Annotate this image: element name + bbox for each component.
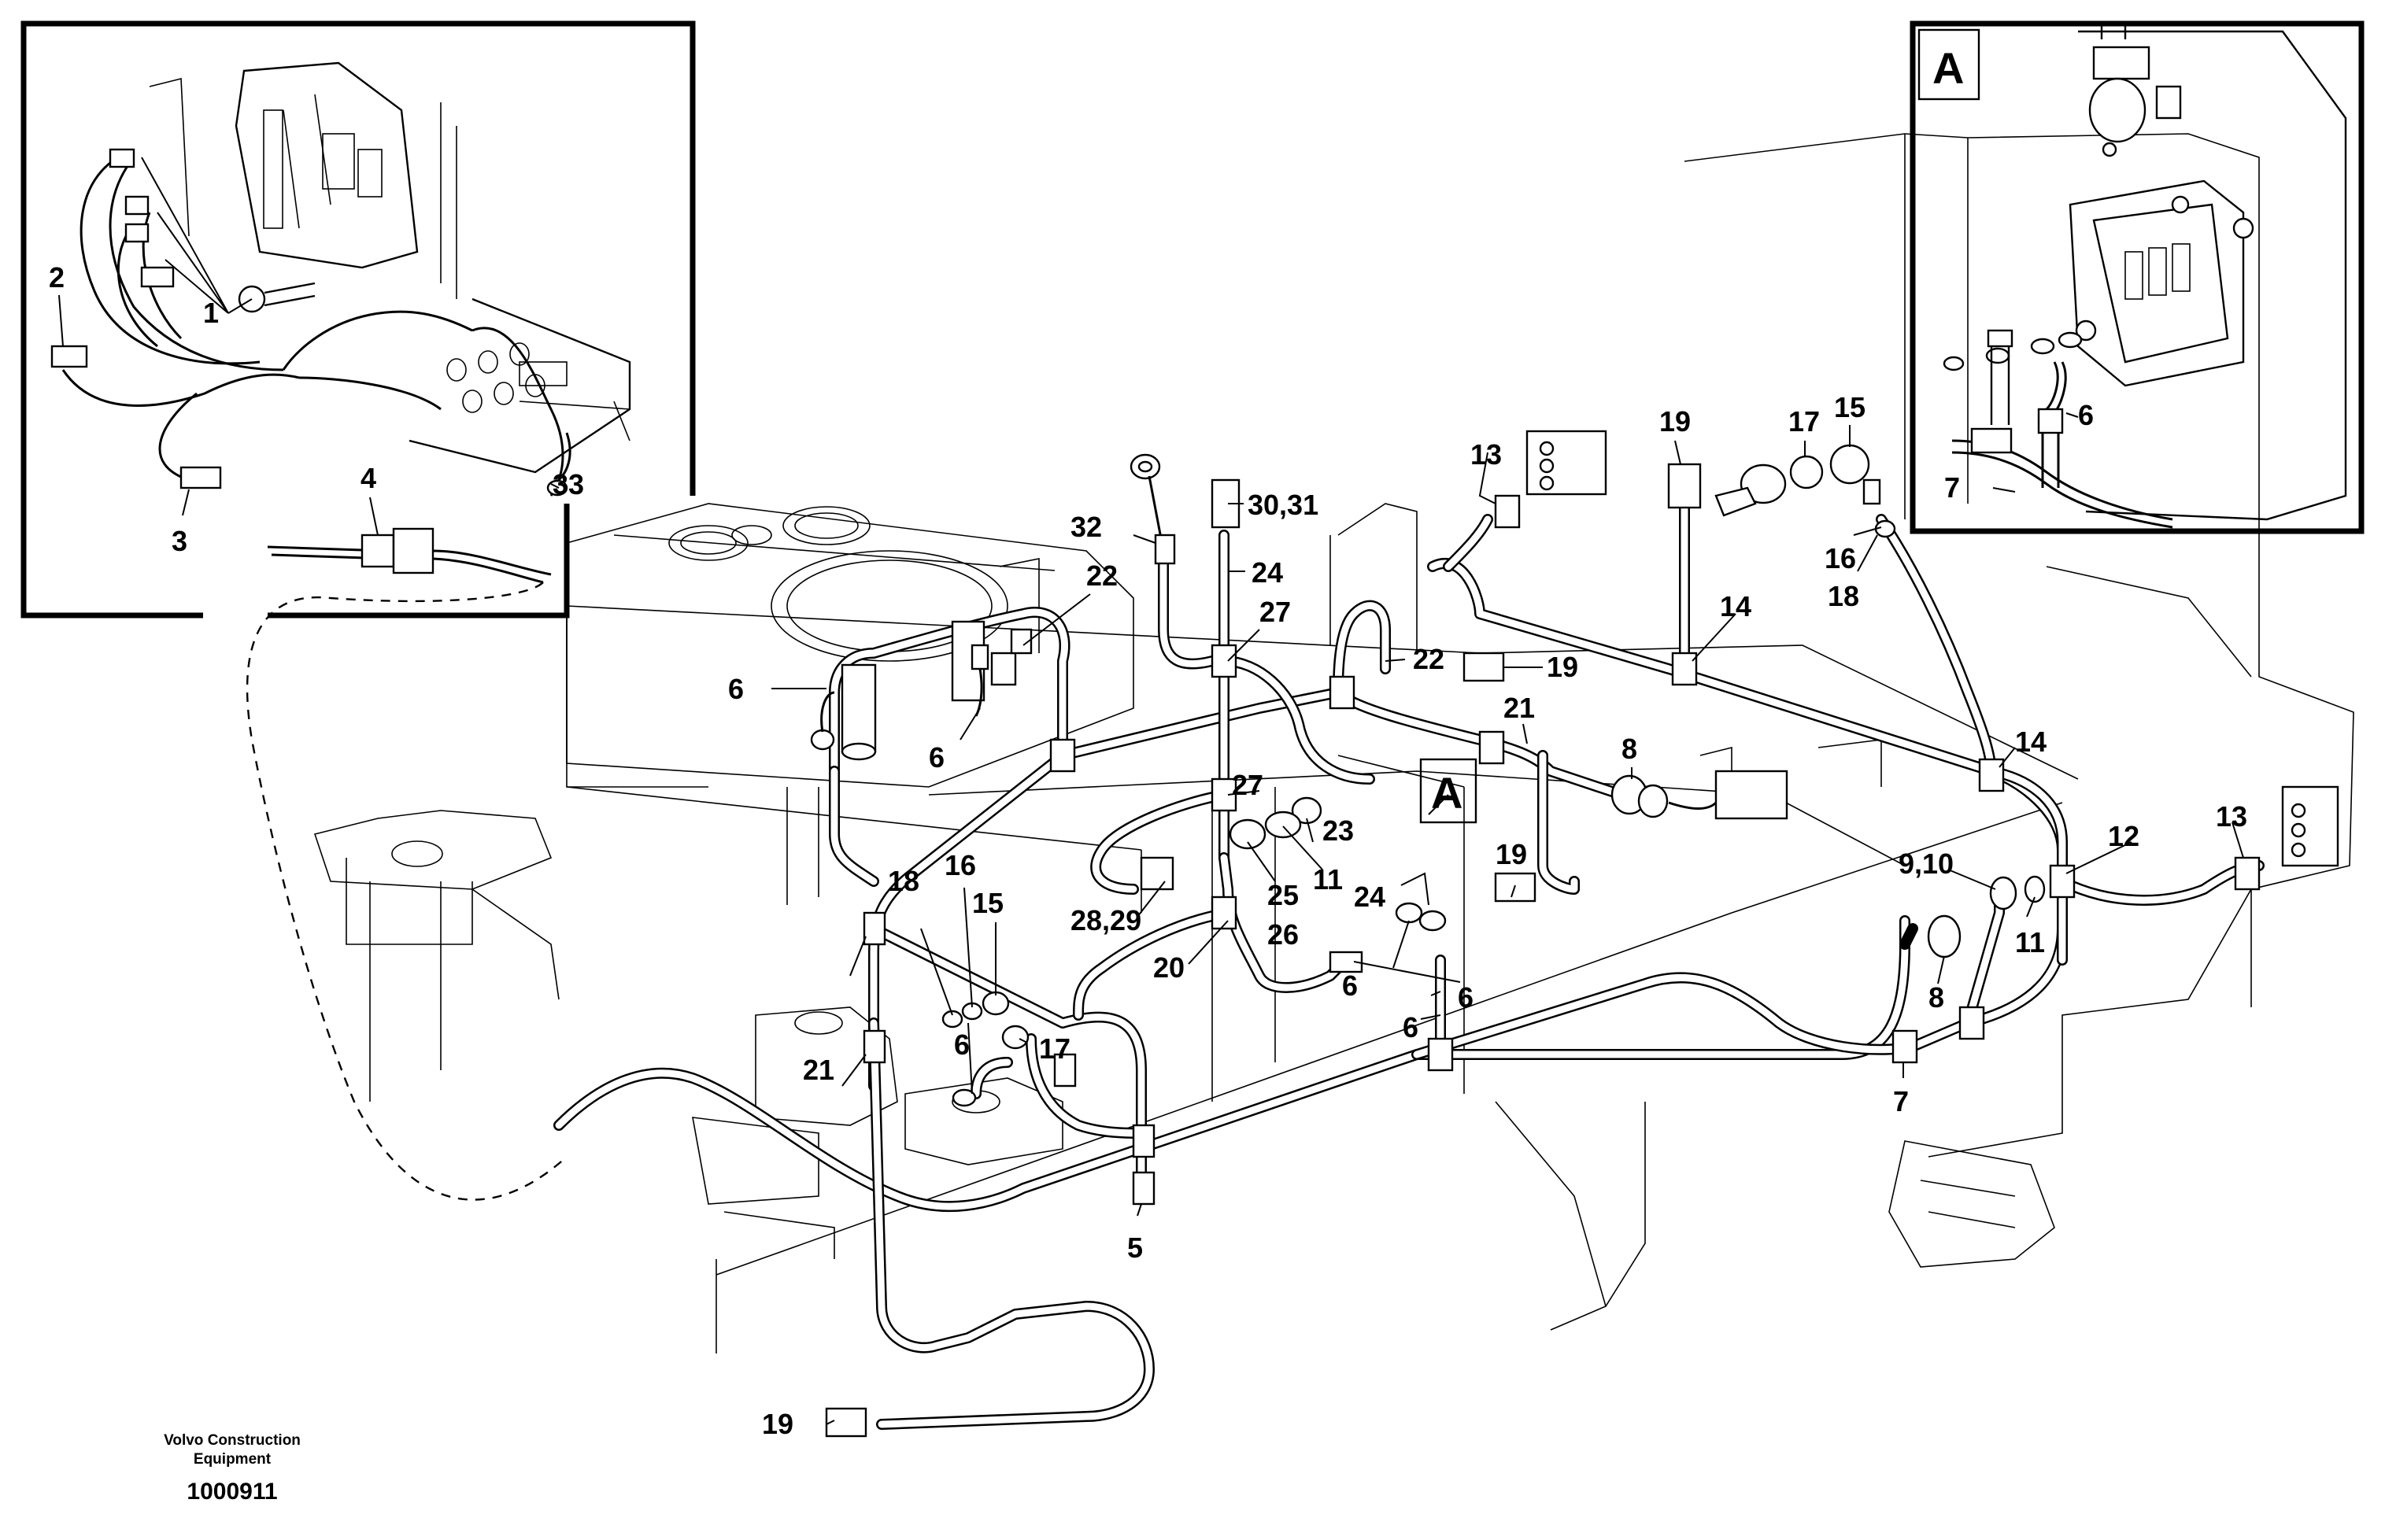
callout-label: 6 — [2078, 399, 2094, 431]
callout-label: 12 — [2108, 820, 2139, 852]
callout-label: 6 — [929, 741, 945, 774]
callout-label: 33 — [553, 468, 584, 500]
callout-label: 2 — [49, 261, 65, 294]
callout-label: 28,29 — [1070, 904, 1141, 936]
callout-label: 16 — [945, 849, 976, 881]
callout-label: 6 — [728, 673, 744, 705]
harness-junctions — [863, 644, 2076, 1206]
callout-label: 11 — [1313, 863, 1343, 896]
callout-label: 7 — [1893, 1085, 1909, 1117]
callout-label: 22 — [1086, 559, 1118, 592]
drawing-footer: Volvo Construction Equipment 1000911 — [164, 1432, 301, 1505]
callout-label: 9,10 — [1899, 848, 1954, 880]
callout-label: 18 — [1828, 580, 1859, 612]
callout-label: 3 — [172, 525, 187, 557]
callout-label: 14 — [2015, 726, 2047, 758]
callout-label: 18 — [888, 865, 919, 897]
callout-label: 22 — [1413, 643, 1444, 675]
callout-label: 19 — [1547, 651, 1578, 683]
callout-label: 16 — [1825, 542, 1856, 574]
section-a-marker-box — [1419, 758, 1477, 824]
callout-label: 6 — [1342, 969, 1358, 1002]
callout-label: 21 — [1503, 692, 1535, 724]
callout-label: 13 — [2216, 800, 2247, 833]
machine-frame — [313, 133, 2354, 1354]
callout-label: 24 — [1252, 556, 1283, 589]
callout-labels: 1 2 3 4 33 32 30,31 24 22 27 6 6 22 19 2… — [49, 261, 2247, 1440]
callout-label: 8 — [1621, 733, 1637, 765]
inset-a-labels: A 6 7 — [1932, 43, 2094, 504]
company-name-line2: Equipment — [194, 1451, 272, 1468]
callout-label: 17 — [1788, 405, 1820, 438]
callout-label: 19 — [1659, 405, 1691, 438]
callout-label: 15 — [972, 887, 1004, 919]
callout-label: 14 — [1720, 590, 1751, 622]
callout-label: 13 — [1470, 438, 1502, 471]
callout-label: 27 — [1232, 769, 1263, 801]
callout-label: 25 — [1267, 879, 1299, 911]
callout-label: 1 — [203, 297, 219, 329]
callout-label: 8 — [1928, 981, 1944, 1014]
wiring-harness — [553, 498, 2265, 1430]
callout-label: 24 — [1354, 881, 1385, 913]
inset-detail-a — [1910, 20, 2365, 534]
callout-label: 5 — [1127, 1232, 1143, 1264]
callout-label: 6 — [1458, 981, 1474, 1014]
callout-label: 19 — [1496, 838, 1527, 870]
inset-detail-control-box — [20, 20, 696, 619]
callout-label: 27 — [1259, 596, 1291, 628]
callout-label: 30,31 — [1248, 489, 1318, 521]
callout-label: 23 — [1322, 814, 1354, 847]
callout-label: 11 — [2015, 926, 2045, 958]
section-a-label: A — [1431, 768, 1462, 818]
callout-label: 6 — [1403, 1011, 1418, 1043]
dashed-link-outline — [246, 582, 568, 1201]
callout-label: 7 — [1944, 471, 1960, 504]
callout-label: 20 — [1153, 951, 1185, 984]
company-name-line1: Volvo Construction — [164, 1432, 301, 1449]
harness-components — [810, 430, 2339, 1438]
callout-leaders — [58, 157, 2244, 1425]
drawing-number: 1000911 — [187, 1479, 277, 1505]
callout-label: 15 — [1834, 391, 1865, 423]
callout-label: 4 — [361, 462, 376, 494]
callout-label: 21 — [803, 1054, 834, 1086]
callout-label: 26 — [1267, 918, 1299, 951]
callout-label: 17 — [1039, 1032, 1070, 1065]
callout-label: 6 — [954, 1029, 970, 1061]
callout-label: 32 — [1070, 511, 1102, 543]
callout-label: 19 — [762, 1408, 793, 1440]
inset-a-title: A — [1932, 43, 1964, 93]
